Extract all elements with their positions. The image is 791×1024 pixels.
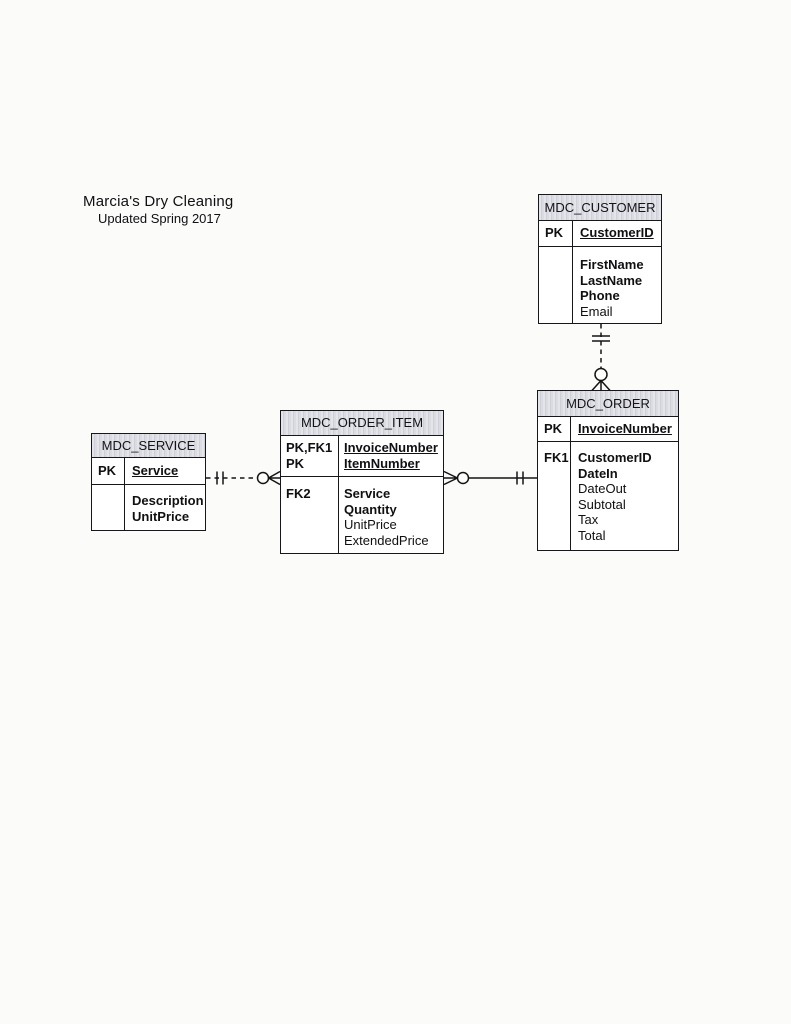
attribute-datein: DateIn xyxy=(578,465,618,481)
entity-mdc-order-item-attr-row: FK2 Service Quantity UnitPrice ExtendedP… xyxy=(281,477,443,553)
entity-mdc-service-pk-row: PK Service xyxy=(92,458,205,485)
attribute-subtotal: Subtotal xyxy=(578,496,626,512)
entity-mdc-service-header: MDC_SERVICE xyxy=(92,434,205,458)
crow-foot-many xyxy=(591,379,611,392)
entity-mdc-customer-attr-row: FirstName LastName Phone Email xyxy=(539,247,661,324)
attribute-customerid: CustomerID xyxy=(578,450,652,465)
attribute-unitprice: UnitPrice xyxy=(132,508,190,524)
attribute-extendedprice: ExtendedPrice xyxy=(344,532,429,548)
fk-label: FK1 xyxy=(538,442,571,550)
relationship-customer-order xyxy=(591,324,611,392)
attribute-firstname: FirstName xyxy=(580,257,644,272)
attribute-customerid: CustomerID xyxy=(580,225,654,240)
attribute-dateout: DateOut xyxy=(578,481,627,496)
fk-label-empty xyxy=(92,485,125,530)
entity-mdc-order-item: MDC_ORDER_ITEM PK,FK1 PK InvoiceNumber I… xyxy=(280,410,444,554)
attribute-lastname: LastName xyxy=(580,272,643,288)
entity-mdc-order-item-header: MDC_ORDER_ITEM xyxy=(281,411,443,436)
entity-mdc-order-pk-row: PK InvoiceNumber xyxy=(538,417,678,442)
attribute-unitprice: UnitPrice xyxy=(344,517,397,532)
entity-mdc-order-attr-row: FK1 CustomerID DateIn DateOut Subtotal T… xyxy=(538,442,678,550)
attribute-invoicenumber: InvoiceNumber xyxy=(344,440,438,455)
zero-circle xyxy=(456,471,470,485)
relationship-service-orderitem xyxy=(206,470,281,486)
attribute-phone: Phone xyxy=(580,288,620,303)
attribute-itemnumber: ItemNumber xyxy=(344,455,420,471)
zero-circle xyxy=(594,367,608,382)
entity-mdc-order-item-pk-row: PK,FK1 PK InvoiceNumber ItemNumber xyxy=(281,436,443,477)
pk-label-line2: PK xyxy=(286,455,305,471)
attribute-service: Service xyxy=(132,463,179,478)
entity-mdc-service: MDC_SERVICE PK Service Description UnitP… xyxy=(91,433,206,531)
fk-label: FK2 xyxy=(281,477,339,553)
crow-foot-many xyxy=(268,470,281,486)
diagram-title: Marcia's Dry Cleaning xyxy=(83,193,234,210)
relationship-order-orderitem xyxy=(443,470,537,486)
entity-mdc-customer: MDC_CUSTOMER PK CustomerID FirstName Las… xyxy=(538,194,662,324)
entity-mdc-service-attr-row: Description UnitPrice xyxy=(92,485,205,530)
entity-mdc-order: MDC_ORDER PK InvoiceNumber FK1 CustomerI… xyxy=(537,390,679,551)
crow-foot-many xyxy=(443,470,458,486)
pk-label: PK xyxy=(539,221,573,246)
attribute-quantity: Quantity xyxy=(344,501,397,517)
entity-mdc-customer-pk-row: PK CustomerID xyxy=(539,221,661,247)
attribute-service: Service xyxy=(344,486,391,501)
diagram-title-block: Marcia's Dry Cleaning Updated Spring 201… xyxy=(83,193,233,227)
zero-circle xyxy=(256,471,270,485)
entity-mdc-customer-header: MDC_CUSTOMER xyxy=(539,195,661,221)
attribute-total: Total xyxy=(578,527,606,543)
attribute-invoicenumber: InvoiceNumber xyxy=(578,421,672,436)
pk-labels: PK,FK1 PK xyxy=(281,436,339,476)
diagram-subtitle: Updated Spring 2017 xyxy=(98,211,221,226)
fk-label-empty xyxy=(539,247,573,324)
pk-label-line1: PK,FK1 xyxy=(286,440,333,455)
attribute-tax: Tax xyxy=(578,512,599,527)
pk-label: PK xyxy=(92,458,125,484)
entity-mdc-order-header: MDC_ORDER xyxy=(538,391,678,417)
attribute-email: Email xyxy=(580,303,613,319)
pk-label: PK xyxy=(538,417,571,441)
attribute-description: Description xyxy=(132,493,204,508)
